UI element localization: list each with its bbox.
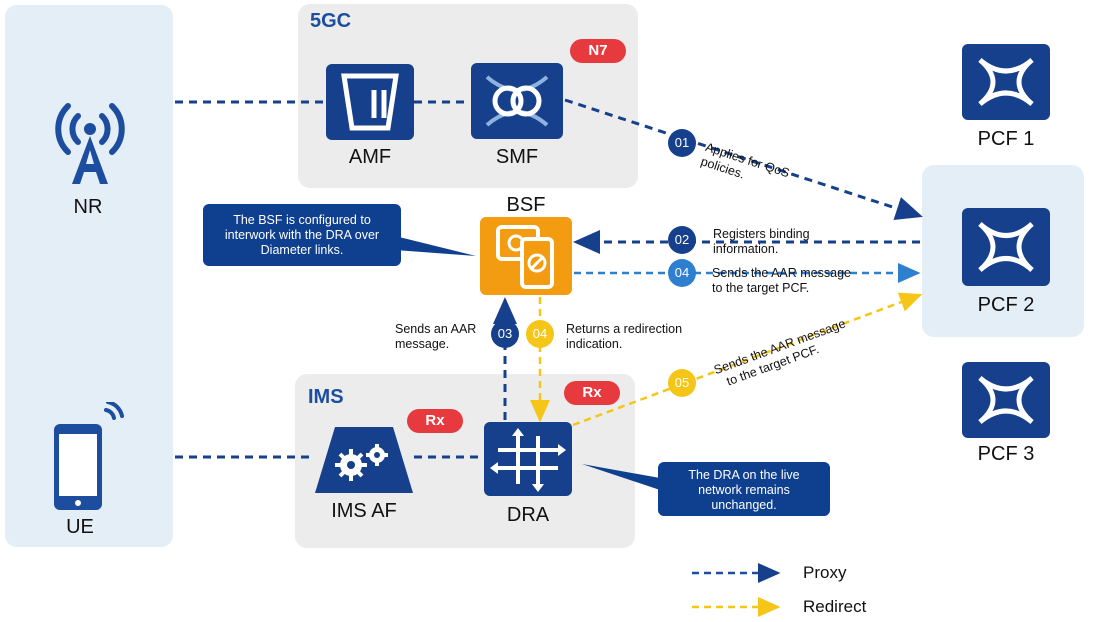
pcf1-icon bbox=[978, 58, 1034, 106]
step-03-line-1: Sends an AAR bbox=[395, 322, 477, 336]
step-04-dra-badge: 04 bbox=[526, 320, 554, 348]
step-02-line-1: Registers binding bbox=[713, 227, 810, 241]
nr-label: NR bbox=[73, 196, 103, 218]
ims-title: IMS bbox=[308, 386, 344, 408]
step-02-badge: 02 bbox=[668, 226, 696, 254]
pcf1-label: PCF 1 bbox=[977, 128, 1035, 150]
legend-redirect-label: Redirect bbox=[803, 597, 867, 616]
pcf2-label: PCF 2 bbox=[977, 294, 1035, 316]
step-04-pcf-line-2: to the target PCF. bbox=[712, 281, 810, 295]
dra-callout-pointer bbox=[582, 464, 660, 490]
smf-label: SMF bbox=[495, 146, 539, 168]
step-02-note: Registers binding information. bbox=[713, 227, 810, 257]
dra-label: DRA bbox=[506, 504, 550, 526]
smf-node bbox=[471, 63, 563, 139]
amf-icon bbox=[341, 73, 399, 131]
step-04-pcf-badge: 04 bbox=[668, 259, 696, 287]
ims-af-label: IMS AF bbox=[331, 500, 397, 522]
step-04-dra-line-1: Returns a redirection bbox=[566, 322, 683, 336]
bsf-icon bbox=[496, 225, 554, 289]
pcf3-icon bbox=[978, 376, 1034, 424]
n7-tag: N7 bbox=[570, 39, 626, 63]
bsf-callout-pointer bbox=[395, 236, 476, 256]
step-03-note: Sends an AAR message. bbox=[395, 322, 476, 352]
bsf-callout: The BSF is configured to interwork with … bbox=[203, 204, 401, 266]
pcf3-label: PCF 3 bbox=[977, 443, 1035, 465]
step-03-line-2: message. bbox=[395, 337, 450, 351]
amf-label: AMF bbox=[348, 146, 392, 168]
smf-pcf2-link bbox=[564, 98, 923, 220]
ue-label: UE bbox=[66, 516, 94, 538]
step-04-dra-line-2: indication. bbox=[566, 337, 623, 351]
dra-icon bbox=[490, 428, 566, 492]
smf-icon bbox=[485, 75, 549, 127]
bsf-label: BSF bbox=[506, 194, 546, 216]
pcf2-icon bbox=[978, 222, 1034, 272]
rx-dra-tag: Rx bbox=[564, 381, 620, 405]
phone-icon bbox=[54, 402, 124, 510]
step-04-dra-note: Returns a redirection indication. bbox=[566, 322, 682, 352]
step-04-pcf-note: Sends the AAR message to the target PCF. bbox=[712, 266, 851, 296]
legend-proxy-label: Proxy bbox=[803, 563, 847, 582]
antenna-icon bbox=[55, 103, 125, 184]
pcf1-node bbox=[962, 44, 1050, 120]
amf-node bbox=[326, 64, 414, 140]
pcf2-node bbox=[962, 208, 1050, 286]
step-03-badge: 03 bbox=[491, 320, 519, 348]
step-04-pcf-line-1: Sends the AAR message bbox=[712, 266, 851, 280]
bsf-node bbox=[480, 217, 572, 295]
step-02-line-2: information. bbox=[713, 242, 779, 256]
step-01-badge: 01 bbox=[668, 129, 696, 157]
rx-af-tag: Rx bbox=[407, 409, 463, 433]
step-05-badge: 05 bbox=[668, 369, 696, 397]
fivegc-title: 5GC bbox=[310, 10, 352, 32]
ims-af-icon bbox=[315, 427, 413, 493]
dra-callout: The DRA on the live network remains unch… bbox=[658, 462, 830, 516]
dra-pcf2-link bbox=[572, 292, 923, 427]
dra-node bbox=[484, 422, 572, 496]
pcf3-node bbox=[962, 362, 1050, 438]
